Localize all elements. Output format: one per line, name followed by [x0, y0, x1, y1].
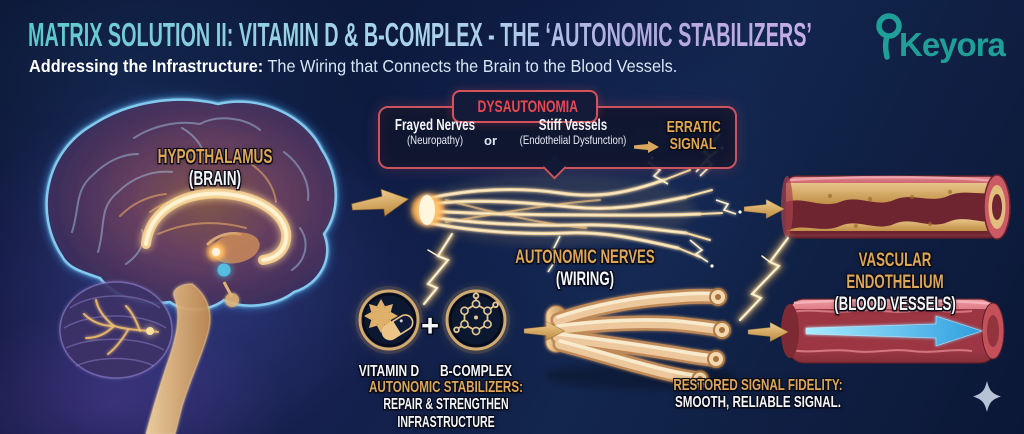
arrow-to-restored-vessel: [747, 321, 790, 343]
nerves-title: AUTONOMIC NERVES: [515, 246, 655, 268]
cause2-sub: (Endothelial Dysfunction): [519, 133, 627, 148]
lightning-bolt-right: [737, 235, 791, 323]
vascular-endothelium-label: VASCULAR ENDOTHELIUM (BLOOD VESSELS): [790, 249, 1000, 315]
blue-signal-arrow: [805, 315, 984, 347]
frayed-nerve-illustration: [410, 169, 723, 258]
arrow-brain-to-nerve: [350, 188, 410, 218]
flow-arrows: [350, 188, 790, 343]
capsule-glyph: [381, 314, 414, 341]
cause1-title: Frayed Nerves: [394, 117, 476, 134]
endothelium-title: VASCULAR ENDOTHELIUM: [846, 249, 944, 293]
brainstem: [145, 283, 211, 434]
arrow-nerve-to-vessel: [743, 198, 786, 220]
cause-connector: or: [484, 133, 497, 148]
page-title: MATRIX SOLUTION II: VITAMIN D & B-COMPLE…: [28, 16, 1024, 54]
keyora-logo-text: Keyora: [899, 26, 1006, 63]
restored-title: RESTORED SIGNAL FIDELITY:: [673, 377, 843, 394]
damaged-vessel-illustration: [781, 174, 1011, 240]
hypothalamus-sub: (BRAIN): [188, 168, 242, 191]
erratic-signal-label: ERRATIC SIGNAL: [660, 119, 726, 154]
vitamin-d-icon: [355, 286, 423, 354]
subtitle-lead: Addressing the Infrastructure:: [29, 56, 264, 76]
dysautonomia-badge: DYSAUTONOMIA: [452, 90, 598, 123]
hypothalamus-glow: [205, 241, 239, 307]
keyora-logo: Keyora: [874, 12, 1006, 64]
arrow-supplements-to-nerve: [523, 320, 566, 342]
plus-sign: +: [420, 308, 440, 343]
page-title-text: MATRIX SOLUTION II: VITAMIN D & B-COMPLE…: [28, 16, 812, 53]
hypothalamus-label: HYPOTHALAMUS (BRAIN): [110, 146, 320, 191]
cause-stiff-vessels: Stiff Vessels (Endothelial Dysfunction): [498, 117, 648, 148]
autonomic-nerves-label: AUTONOMIC NERVES (WIRING): [480, 246, 690, 291]
cause2-title: Stiff Vessels: [538, 117, 608, 134]
b-complex-label: B-COMPLEX: [440, 363, 512, 380]
cause-frayed-nerves: Frayed Nerves (Neuropathy): [380, 117, 490, 148]
cause1-sub: (Neuropathy): [406, 133, 464, 148]
healthy-nerve-illustration: [545, 288, 731, 388]
cerebellum: [59, 281, 173, 379]
stabilizers-sub: REPAIR & STRENGTHEN INFRASTRUCTURE: [383, 396, 509, 431]
brain-illustration: [43, 96, 340, 434]
b-complex-icon: [442, 286, 510, 354]
dysautonomia-badge-label: DYSAUTONOMIA: [477, 96, 578, 116]
restored-sub: SMOOTH, RELIABLE SIGNAL.: [675, 394, 841, 412]
erratic-line2: SIGNAL: [669, 136, 717, 154]
molecule-glyph: [453, 292, 499, 336]
keyora-key-icon: [876, 13, 902, 60]
endothelium-sub: (BLOOD VESSELS): [834, 292, 956, 315]
restored-caption: RESTORED SIGNAL FIDELITY: SMOOTH, RELIAB…: [632, 377, 884, 412]
sparkle-icon: [973, 381, 1001, 412]
healthy-vessel-illustration: [781, 298, 1005, 364]
page-subtitle: Addressing the Infrastructure: The Wirin…: [29, 56, 677, 77]
erratic-line1: ERRATIC: [666, 119, 721, 136]
subtitle-rest: The Wiring that Connects the Brain to th…: [263, 56, 678, 76]
vitamin-d-label: VITAMIN D: [358, 363, 420, 380]
erratic-arrow-icon: [634, 139, 660, 160]
hypothalamus-title: HYPOTHALAMUS: [157, 146, 273, 168]
lightning-bolt-left: [421, 231, 455, 307]
stabilizers-caption: AUTONOMIC STABILIZERS: REPAIR & STRENGTH…: [320, 379, 572, 431]
gyri-lines: [71, 117, 310, 271]
stabilizers-title: AUTONOMIC STABILIZERS:: [369, 379, 523, 396]
nerves-sub: (WIRING): [555, 267, 615, 290]
